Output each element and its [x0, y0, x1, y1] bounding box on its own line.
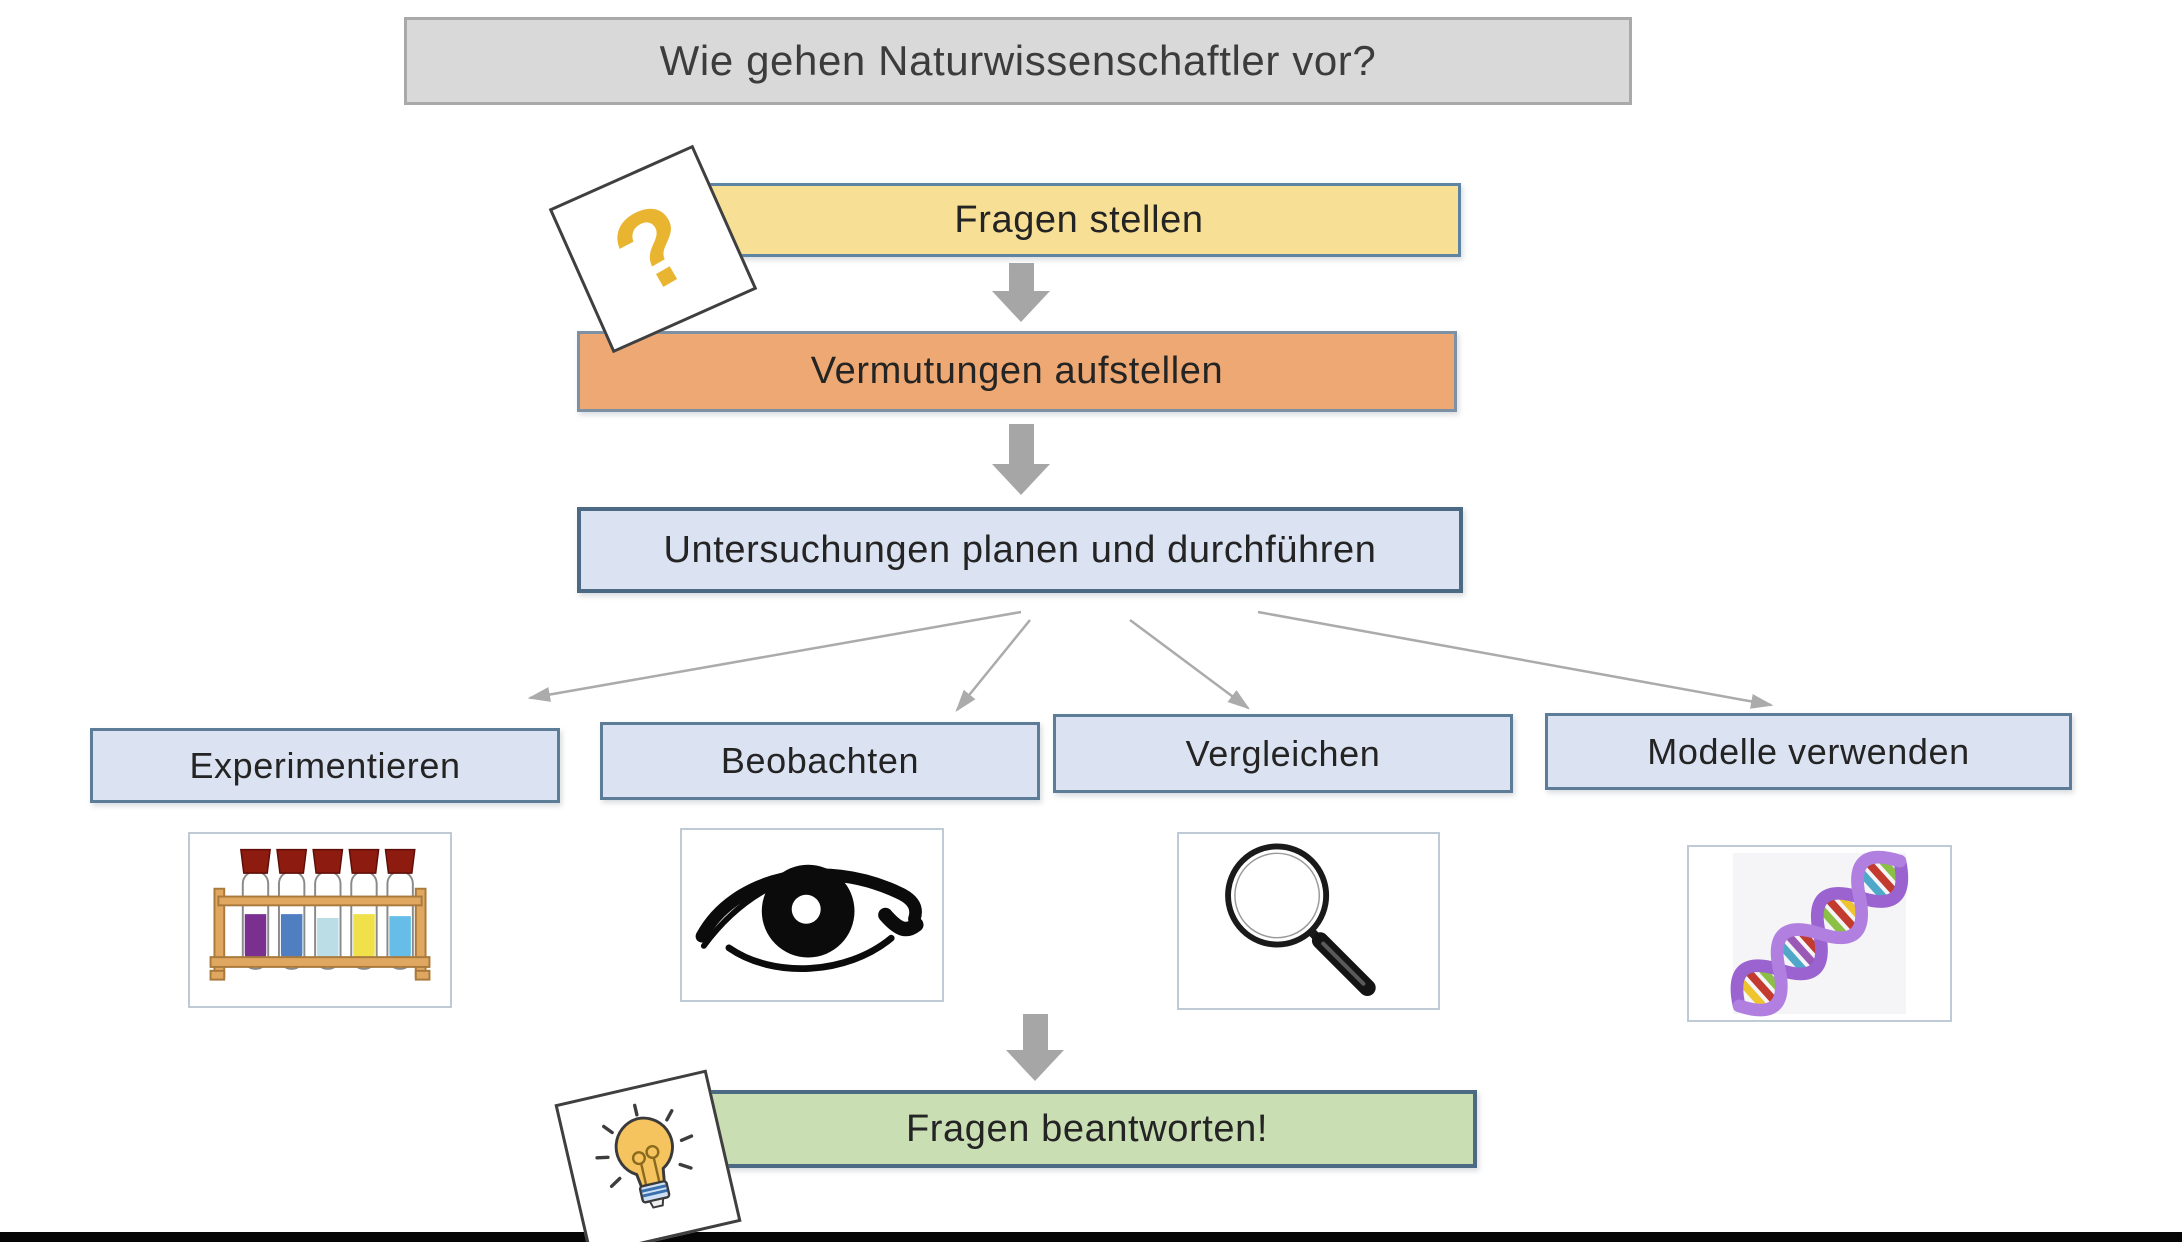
connector-arrows	[527, 610, 1774, 712]
method-box-experimentieren: Experimentieren	[90, 728, 560, 803]
dna-helix-icon	[1730, 850, 1909, 1017]
compare-image-frame	[1177, 832, 1440, 1010]
method-box-modelle-verwenden: Modelle verwenden	[1545, 713, 2072, 790]
step-vermutungen-aufstellen: Vermutungen aufstellen	[577, 331, 1457, 412]
method-box-vergleichen: Vergleichen	[1053, 714, 1513, 793]
model-image-frame	[1687, 845, 1952, 1022]
test-tube-rack-icon	[209, 848, 431, 981]
lightbulb-card	[554, 1069, 742, 1242]
down-arrow-icon	[992, 263, 1050, 322]
step-untersuchungen-planen: Untersuchungen planen und durchführen	[577, 507, 1463, 593]
down-arrow-icon	[1006, 1014, 1064, 1081]
question-mark-icon: ?	[591, 177, 714, 320]
step-fragen-beantworten: Fragen beantworten!	[697, 1090, 1477, 1168]
question-card: ?	[548, 144, 758, 354]
bottom-bar	[0, 1232, 2182, 1242]
down-arrow-icon	[992, 424, 1050, 495]
step-fragen-stellen: Fragen stellen	[697, 183, 1461, 257]
observe-image-frame	[680, 828, 944, 1002]
page-title: Wie gehen Naturwissenschaftler vor?	[404, 17, 1632, 105]
experiment-image-frame	[188, 832, 452, 1008]
eye-icon	[695, 864, 924, 972]
magnifying-glass-icon	[1225, 843, 1376, 997]
method-box-beobachten: Beobachten	[600, 722, 1040, 800]
lightbulb-icon	[595, 1103, 694, 1209]
